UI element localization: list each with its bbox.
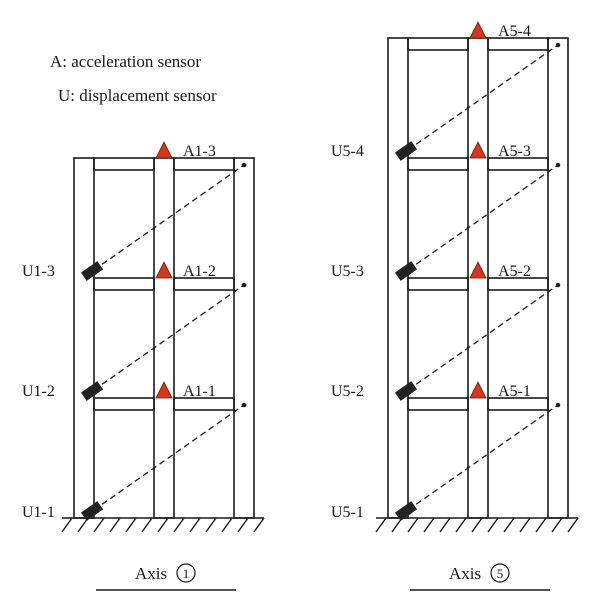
frame-axis-5: A5-1 A5-2 A5-3 A5-4 U5-1 U5-2 U5-3 U5-4 … — [331, 21, 579, 591]
column-left — [73, 157, 95, 519]
floor-beam — [407, 397, 469, 411]
ground-hatch — [61, 517, 265, 533]
displacement-label: U1-3 — [22, 263, 55, 280]
legend-displacement: U: displacement sensor — [58, 86, 217, 105]
displacement-label: U5-2 — [331, 383, 364, 400]
accelerometer-icon — [469, 21, 487, 39]
displacement-sensor-icon — [394, 501, 418, 521]
floor-beam — [487, 277, 549, 291]
axis-caption: Axis — [449, 564, 481, 583]
legend-acceleration: A: acceleration sensor — [50, 52, 201, 71]
floor-beam — [173, 277, 235, 291]
displacement-sensor-icon — [80, 261, 104, 281]
roof-beam-left — [93, 157, 155, 171]
accelerometer-label: A5-4 — [498, 23, 531, 40]
axis-number-circle — [490, 563, 510, 583]
roof-beam-left — [407, 37, 469, 51]
displacement-sensor-icon — [394, 141, 418, 161]
displacement-line — [93, 404, 245, 511]
accelerometer-icon — [469, 141, 487, 159]
floor-beam — [487, 397, 549, 411]
displacement-sensor-icon — [80, 501, 104, 521]
floor-beam — [487, 157, 549, 171]
roof-beam-right — [173, 157, 235, 171]
displacement-line — [407, 404, 559, 511]
displacement-line — [407, 284, 559, 391]
column-right — [233, 157, 255, 519]
axis-number: 5 — [497, 566, 504, 581]
displacement-sensor-icon — [80, 381, 104, 401]
axis-number: 1 — [183, 566, 190, 581]
target-point — [555, 402, 561, 408]
accelerometer-label: A5-2 — [498, 263, 531, 280]
displacement-label: U5-3 — [331, 263, 364, 280]
axis-caption: Axis — [135, 564, 167, 583]
displacement-line — [407, 164, 559, 271]
target-point — [241, 402, 247, 408]
displacement-sensor-icon — [394, 261, 418, 281]
accelerometer-label: A1-3 — [183, 143, 216, 160]
accelerometer-icon — [155, 141, 173, 159]
displacement-label: U5-1 — [331, 504, 364, 521]
accelerometer-label: A5-3 — [498, 143, 531, 160]
target-point — [555, 42, 561, 48]
accelerometer-icon — [155, 261, 173, 279]
displacement-label: U5-4 — [331, 143, 364, 160]
target-point — [241, 282, 247, 288]
ground-hatch — [375, 517, 579, 533]
roof-beam-right — [487, 37, 549, 51]
frame-axis-1: A1-1 A1-2 A1-3 U1-1 U1-2 U1-3 Axis 1 — [22, 141, 265, 591]
displacement-label: U1-1 — [22, 504, 55, 521]
accelerometer-label: A5-1 — [498, 383, 531, 400]
displacement-sensor-icon — [394, 381, 418, 401]
floor-beam — [93, 397, 155, 411]
target-point — [555, 282, 561, 288]
accelerometer-icon — [469, 261, 487, 279]
target-point — [555, 162, 561, 168]
accelerometer-icon — [155, 381, 173, 399]
floor-beam — [407, 277, 469, 291]
accelerometer-icon — [469, 381, 487, 399]
column-middle — [153, 157, 175, 519]
column-right — [547, 37, 569, 519]
accelerometer-label: A1-1 — [183, 383, 216, 400]
target-point — [241, 162, 247, 168]
displacement-label: U1-2 — [22, 383, 55, 400]
floor-beam — [407, 157, 469, 171]
column-left — [387, 37, 409, 519]
accelerometer-label: A1-2 — [183, 263, 216, 280]
floor-beam — [93, 277, 155, 291]
displacement-line — [93, 164, 245, 271]
axis-number-circle — [176, 563, 196, 583]
displacement-line — [407, 44, 559, 151]
floor-beam — [173, 397, 235, 411]
displacement-line — [93, 284, 245, 391]
